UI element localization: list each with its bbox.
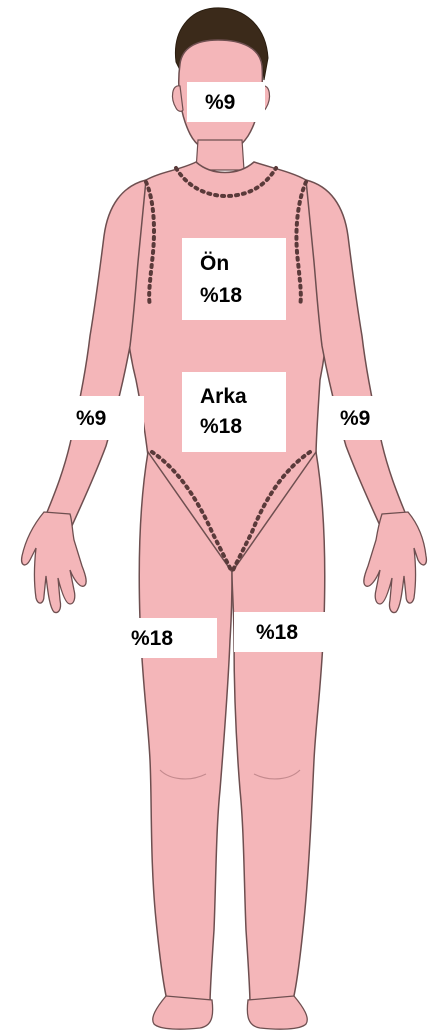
right-leg-percent-label: %18 xyxy=(234,612,332,652)
front-trunk-name: Ön xyxy=(200,248,286,280)
right-hand xyxy=(364,512,427,613)
right-foot xyxy=(247,996,307,1029)
right-arm-percent-label: %9 xyxy=(328,396,418,440)
head-percent: %9 xyxy=(205,88,265,118)
front-trunk-label: Ön %18 xyxy=(182,238,286,320)
left-leg-percent: %18 xyxy=(131,624,217,654)
right-leg-percent: %18 xyxy=(256,618,332,648)
back-trunk-label: Arka %18 xyxy=(182,372,286,452)
back-trunk-percent: %18 xyxy=(200,412,286,442)
front-trunk-percent: %18 xyxy=(200,280,286,312)
left-hand xyxy=(22,512,87,613)
left-arm-percent-label: %9 xyxy=(58,396,144,440)
left-foot xyxy=(153,996,213,1029)
right-arm-percent: %9 xyxy=(340,404,418,434)
left-leg-percent-label: %18 xyxy=(115,618,217,658)
left-arm-percent: %9 xyxy=(76,404,144,434)
back-trunk-name: Arka xyxy=(200,382,286,412)
head-percent-label: %9 xyxy=(187,82,265,122)
neck xyxy=(196,140,244,170)
